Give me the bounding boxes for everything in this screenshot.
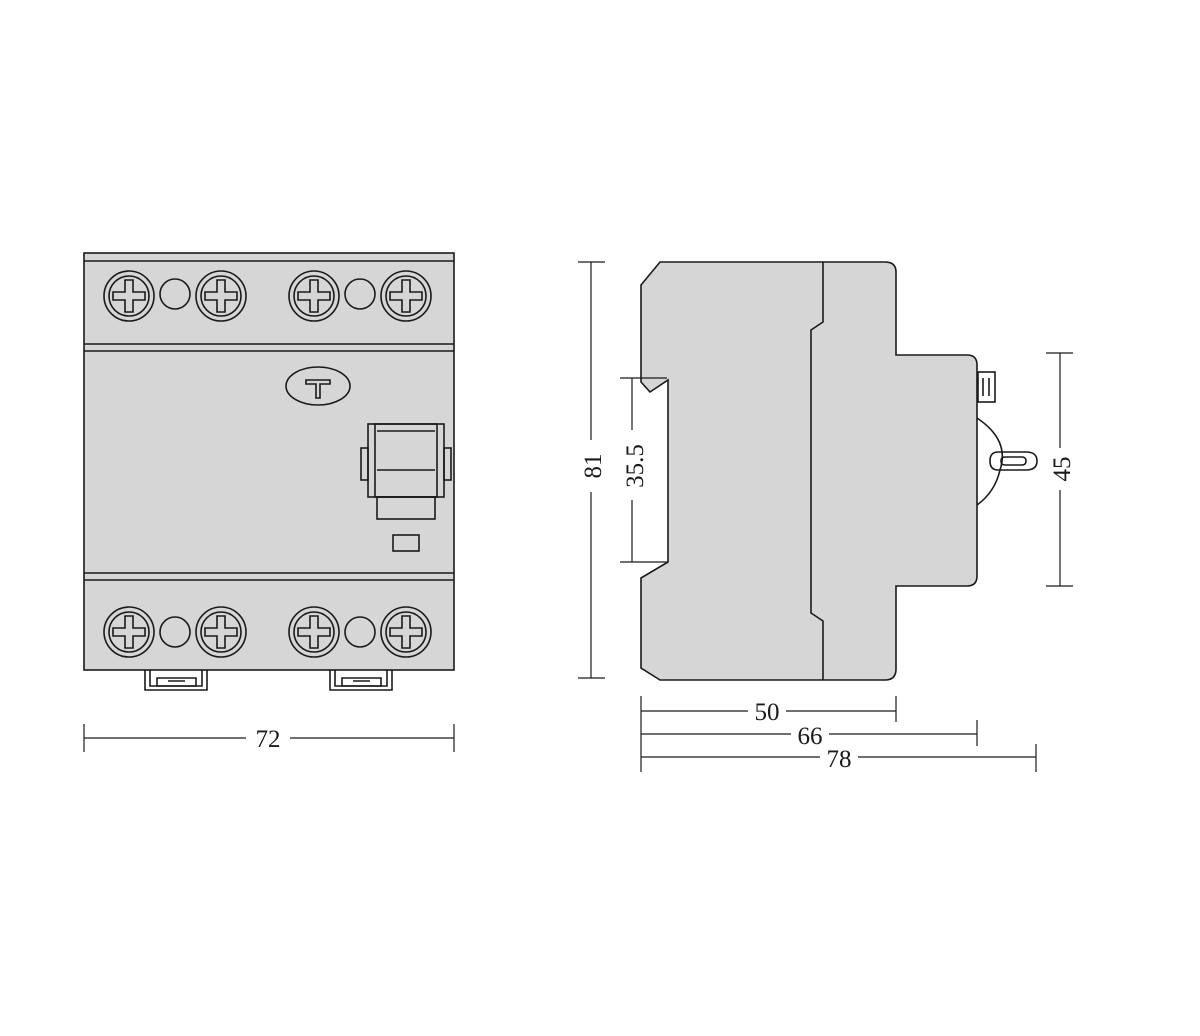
terminal-screw-icon [103,270,155,322]
toggle-lever [360,423,452,520]
din-clip [144,670,208,691]
dimension-depth-front: 50 [640,696,897,772]
terminal-screw-icon [195,270,247,322]
dimension-height: 81 [578,261,607,679]
dimension-depth-front-label: 50 [755,699,780,726]
terminal-screw-icon [380,270,432,322]
dimension-depth-mid-label: 66 [798,723,823,750]
dimension-width-label: 72 [256,726,281,753]
indicator-hole [159,278,191,310]
status-window [392,534,420,552]
terminal-screw-icon [288,606,340,658]
dimension-cover-label: 45 [1049,457,1076,482]
terminal-screw-icon [380,606,432,658]
terminal-screw-icon [195,606,247,658]
indicator-hole [344,616,376,648]
front-view: 72 [83,252,455,753]
front-body [83,252,455,671]
auxiliary-contact-icon [976,371,1038,506]
dimension-width: 72 [83,724,455,753]
dimension-depth-mid: 66 [641,720,978,750]
dimension-cover: 45 [1046,352,1076,587]
dimension-rail: 35.5 [620,377,667,563]
terminal-screw-icon [288,270,340,322]
dimension-depth-total-label: 78 [827,746,852,773]
terminal-screw-icon [103,606,155,658]
dimension-rail-label: 35.5 [622,444,649,488]
indicator-hole [344,278,376,310]
bottom-terminals [103,606,432,658]
indicator-hole [159,616,191,648]
top-terminals [103,270,432,322]
side-view: 81 35.5 45 50 [578,261,1076,773]
test-button [285,366,351,406]
din-clip [329,670,393,691]
dimension-height-label: 81 [580,454,607,479]
dimension-depth-total: 78 [641,744,1037,773]
side-body [640,261,978,681]
